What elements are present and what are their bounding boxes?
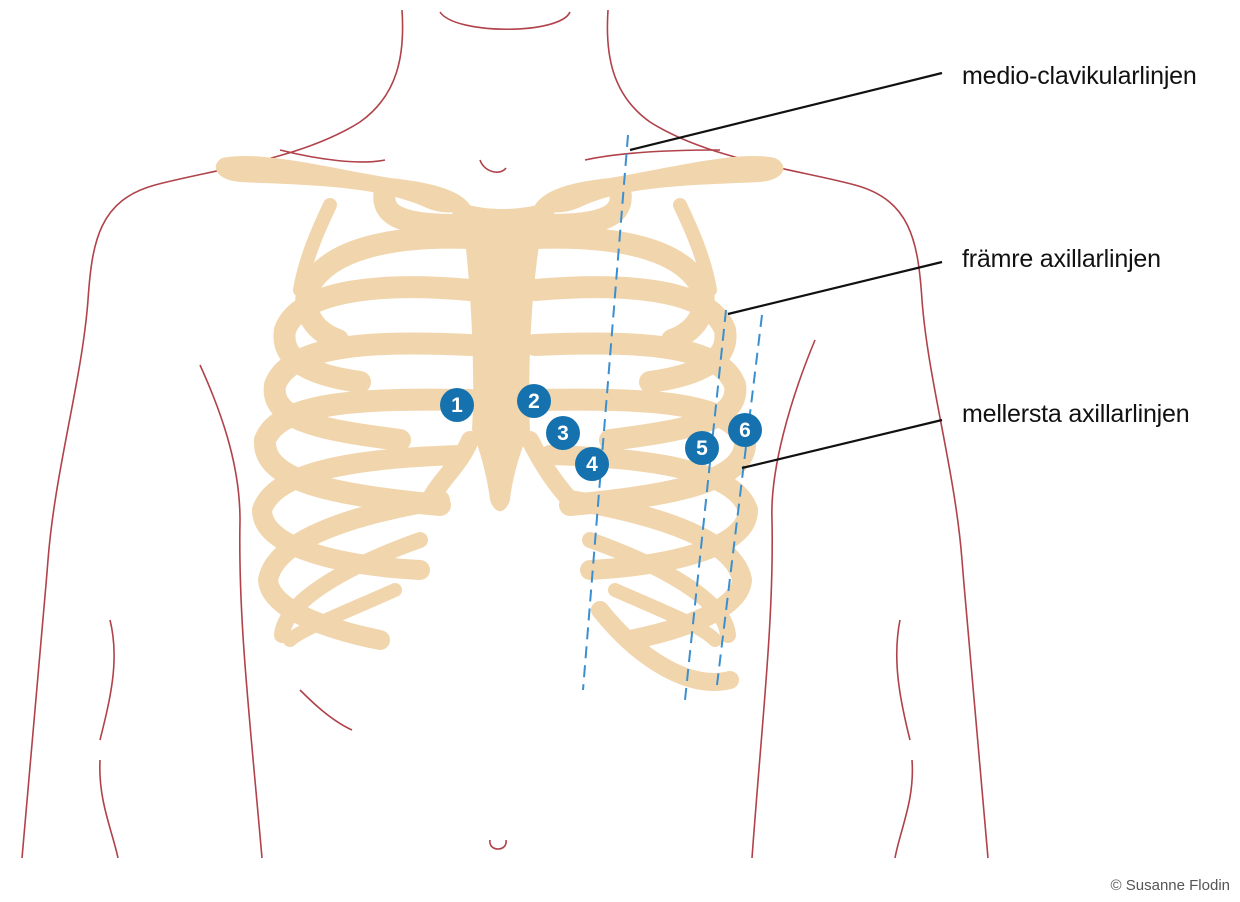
lead-1-marker: 1 bbox=[440, 388, 474, 422]
lead-2-marker: 2 bbox=[517, 384, 551, 418]
lead-6-marker: 6 bbox=[728, 413, 762, 447]
lead-1-label: 1 bbox=[451, 394, 463, 417]
label-anterior-axillary-line: främre axillarlinjen bbox=[962, 245, 1161, 274]
lead-5-label: 5 bbox=[696, 437, 708, 460]
leader-mid-axillary bbox=[742, 420, 942, 468]
label-midclavicular-line: medio-clavikularlinjen bbox=[962, 62, 1197, 91]
right-clavicle bbox=[535, 156, 783, 212]
copyright-credit: © Susanne Flodin bbox=[1111, 877, 1230, 894]
lead-3-marker: 3 bbox=[546, 416, 580, 450]
left-clavicle bbox=[216, 156, 470, 212]
lead-4-marker: 4 bbox=[575, 447, 609, 481]
skeleton bbox=[216, 156, 784, 682]
lead-4-label: 4 bbox=[586, 453, 598, 476]
lead-2-label: 2 bbox=[528, 390, 540, 413]
lead-3-label: 3 bbox=[557, 422, 569, 445]
lead-6-label: 6 bbox=[739, 419, 751, 442]
lead-5-marker: 5 bbox=[685, 431, 719, 465]
label-mid-axillary-line: mellersta axillarlinjen bbox=[962, 400, 1189, 429]
left-ribs bbox=[262, 205, 470, 640]
leader-midclavicular bbox=[630, 73, 942, 150]
leader-anterior-axillary bbox=[728, 262, 942, 314]
